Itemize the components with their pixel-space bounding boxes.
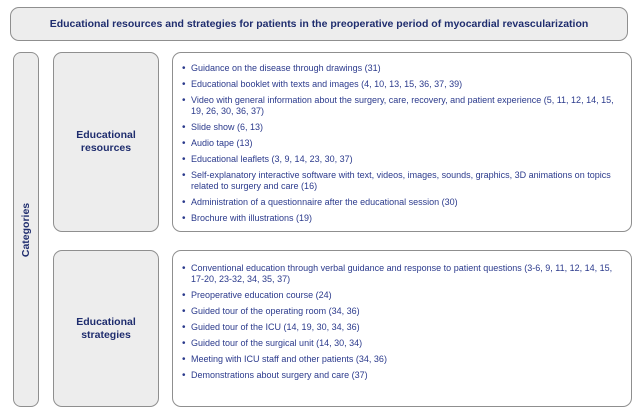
list-item: Meeting with ICU staff and other patient… [181, 354, 619, 365]
list-item: Video with general information about the… [181, 95, 619, 117]
list-box-educational-strategies: Conventional education through verbal gu… [172, 250, 632, 407]
category-box-educational-resources: Educational resources [53, 52, 159, 232]
list-item: Guided tour of the operating room (34, 3… [181, 306, 619, 317]
list-item: Educational leaflets (3, 9, 14, 23, 30, … [181, 154, 619, 165]
figure-title: Educational resources and strategies for… [49, 18, 589, 30]
list-item: Audio tape (13) [181, 138, 619, 149]
categories-axis-box: Categories [13, 52, 39, 407]
list-item: Preoperative education course (24) [181, 290, 619, 301]
list-item: Educational booklet with texts and image… [181, 79, 619, 90]
list-item: Demonstrations about surgery and care (3… [181, 370, 619, 381]
educational-resources-list: Guidance on the disease through drawings… [181, 63, 619, 224]
educational-strategies-list: Conventional education through verbal gu… [181, 263, 619, 381]
list-item: Conventional education through verbal gu… [181, 263, 619, 285]
figure-title-box: Educational resources and strategies for… [10, 7, 628, 41]
list-box-educational-resources: Guidance on the disease through drawings… [172, 52, 632, 232]
list-item: Guided tour of the surgical unit (14, 30… [181, 338, 619, 349]
category-box-educational-strategies: Educational strategies [53, 250, 159, 407]
list-item: Guided tour of the ICU (14, 19, 30, 34, … [181, 322, 619, 333]
list-item: Slide show (6, 13) [181, 122, 619, 133]
list-item: Administration of a questionnaire after … [181, 197, 619, 208]
list-item: Guidance on the disease through drawings… [181, 63, 619, 74]
category-label-educational-resources: Educational resources [76, 129, 136, 154]
list-item: Brochure with illustrations (19) [181, 213, 619, 224]
categories-axis-label: Categories [20, 202, 32, 257]
list-item: Self-explanatory interactive software wi… [181, 170, 619, 192]
category-label-educational-strategies: Educational strategies [76, 315, 136, 341]
